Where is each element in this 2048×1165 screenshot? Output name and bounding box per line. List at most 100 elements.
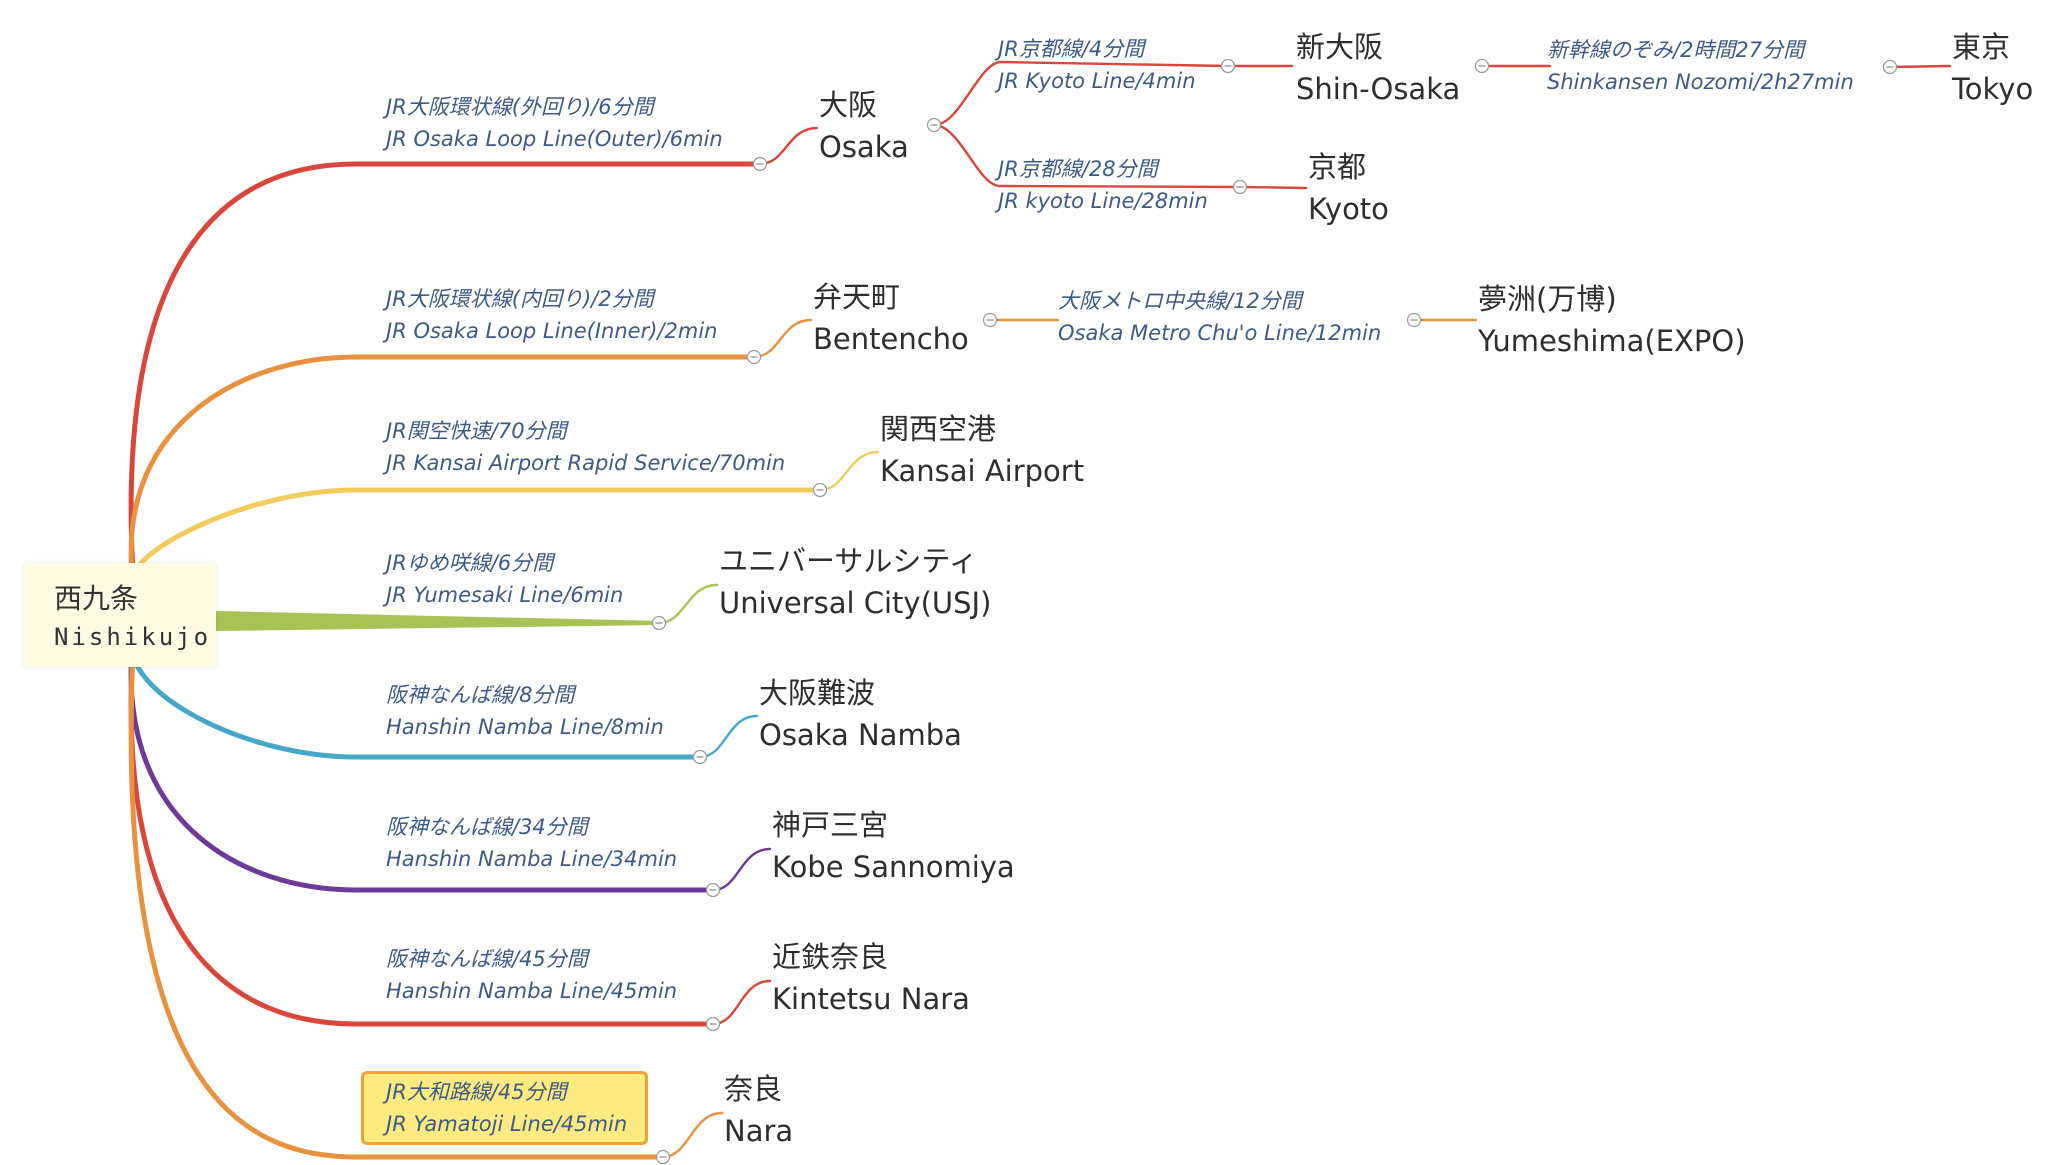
root-label-en: Nishikujo [54, 623, 212, 651]
edge-label-en: JR kyoto Line/28min [998, 189, 1208, 213]
node-universal-city[interactable]: ユニバーサルシティ Universal City(USJ) [719, 540, 991, 624]
collapse-toggle-icon[interactable] [705, 882, 721, 898]
node-label-jp: 関西空港 [880, 412, 997, 446]
edge-label-jp: 阪神なんば線/45分間 [386, 947, 588, 971]
edge-label-jp: JR関空快速/70分間 [386, 419, 567, 443]
branch-wire [128, 161, 763, 593]
edge-label-jp: JR京都線/28分間 [998, 157, 1158, 181]
branch-wire-tail [711, 979, 772, 1026]
node-label-jp: 奈良 [724, 1072, 783, 1106]
node-label-en: Kyoto [1308, 192, 1389, 226]
edge-label-jp: 大阪メトロ中央線/12分間 [1058, 289, 1302, 313]
edge-label-en: Hanshin Namba Line/45min [386, 979, 678, 1003]
node-kansai-airport[interactable]: 関西空港 Kansai Airport [880, 408, 1084, 492]
edge-label-jp: 新幹線のぞみ/2時間27分間 [1547, 38, 1805, 62]
collapse-toggle-icon[interactable] [705, 1016, 721, 1032]
branch-wire [128, 627, 666, 1160]
edge-label-hanshin-namba-34[interactable]: 阪神なんば線/34分間 Hanshin Namba Line/34min [386, 811, 677, 875]
node-shin-osaka[interactable]: 新大阪 Shin-Osaka [1296, 26, 1460, 110]
branch-wire [128, 354, 757, 593]
node-kintetsu-nara[interactable]: 近鉄奈良 Kintetsu Nara [772, 936, 970, 1020]
node-kyoto[interactable]: 京都 Kyoto [1308, 146, 1389, 230]
collapse-toggle-icon[interactable] [752, 156, 768, 172]
edge-label-yamatoji-line[interactable]: JR大和路線/45分間 JR Yamatoji Line/45min [361, 1071, 649, 1145]
branch-wire-tail [752, 318, 813, 359]
edge-label-osaka-loop-inner[interactable]: JR大阪環状線(内回り)/2分間 JR Osaka Loop Line(Inne… [386, 283, 717, 347]
edge-label-en: Osaka Metro Chu'o Line/12min [1058, 321, 1382, 345]
edge-label-jp: JRゆめ咲線/6分間 [386, 551, 554, 575]
node-label-jp: 神戸三宮 [772, 808, 889, 842]
branch-wire-tail [758, 126, 819, 166]
branch-wire-tail [657, 583, 719, 625]
branch-wire-tail [818, 450, 880, 492]
collapse-toggle-icon[interactable] [655, 1149, 671, 1165]
edge-label-kyoto-line-28[interactable]: JR京都線/28分間 JR kyoto Line/28min [998, 153, 1208, 217]
sub-wire [1888, 64, 1952, 69]
collapse-toggle-icon[interactable] [982, 312, 998, 328]
edge-label-jp: JR大阪環状線(内回り)/2分間 [386, 287, 654, 311]
node-label-en: Universal City(USJ) [719, 586, 992, 620]
edge-label-jp: 阪神なんば線/8分間 [386, 683, 575, 707]
edge-label-kansai-airport-rapid[interactable]: JR関空快速/70分間 JR Kansai Airport Rapid Serv… [386, 415, 785, 479]
node-label-jp: 大阪 [819, 88, 878, 122]
node-label-en: Osaka Namba [759, 718, 962, 752]
node-label-jp: 東京 [1952, 30, 2011, 64]
sub-wire [932, 123, 1242, 189]
node-tokyo[interactable]: 東京 Tokyo [1952, 26, 2033, 110]
edge-label-hanshin-namba-45[interactable]: 阪神なんば線/45分間 Hanshin Namba Line/45min [386, 943, 677, 1007]
edge-label-en: Hanshin Namba Line/8min [386, 715, 664, 739]
edge-label-en: JR Osaka Loop Line(Inner)/2min [386, 319, 718, 343]
node-kobe-sannomiya[interactable]: 神戸三宮 Kobe Sannomiya [772, 804, 1015, 888]
node-label-jp: 弁天町 [813, 280, 901, 314]
collapse-toggle-icon[interactable] [1882, 59, 1898, 75]
branch-wire-tail [661, 1111, 724, 1159]
node-label-en: Kobe Sannomiya [772, 850, 1015, 884]
collapse-toggle-icon[interactable] [651, 615, 667, 631]
collapse-toggle-icon[interactable] [926, 117, 942, 133]
branch-wire-tail [698, 714, 759, 759]
edge-label-jp: JR京都線/4分間 [998, 37, 1145, 61]
edge-label-en: JR Kansai Airport Rapid Service/70min [386, 451, 786, 475]
node-label-en: Shin-Osaka [1296, 72, 1461, 106]
edge-label-shinkansen-nozomi[interactable]: 新幹線のぞみ/2時間27分間 Shinkansen Nozomi/2h27min [1547, 34, 1854, 98]
collapse-toggle-icon[interactable] [692, 749, 708, 765]
edge-label-metro-chuo-line[interactable]: 大阪メトロ中央線/12分間 Osaka Metro Chu'o Line/12m… [1058, 285, 1381, 349]
branch-wire-tail [711, 847, 772, 892]
collapse-toggle-icon[interactable] [812, 482, 828, 498]
edge-label-osaka-loop-outer[interactable]: JR大阪環状線(外回り)/6分間 JR Osaka Loop Line(Oute… [386, 91, 723, 155]
node-label-jp: 大阪難波 [759, 676, 876, 710]
node-nara[interactable]: 奈良 Nara [724, 1068, 793, 1152]
node-label-en: Kintetsu Nara [772, 982, 970, 1016]
node-osaka[interactable]: 大阪 Osaka [819, 84, 909, 168]
node-osaka-namba[interactable]: 大阪難波 Osaka Namba [759, 672, 962, 756]
node-yumeshima[interactable]: 夢洲(万博) Yumeshima(EXPO) [1478, 278, 1746, 362]
edge-label-hanshin-namba-8[interactable]: 阪神なんば線/8分間 Hanshin Namba Line/8min [386, 679, 664, 743]
collapse-toggle-icon[interactable] [1474, 58, 1490, 74]
node-label-en: Kansai Airport [880, 454, 1085, 488]
node-label-en: Bentencho [813, 322, 969, 356]
edge-label-kyoto-line-4[interactable]: JR京都線/4分間 JR Kyoto Line/4min [998, 33, 1196, 97]
node-bentencho[interactable]: 弁天町 Bentencho [813, 276, 969, 360]
node-label-en: Tokyo [1952, 72, 2034, 106]
node-label-jp: 近鉄奈良 [772, 940, 889, 974]
sub-wire [932, 60, 1230, 127]
collapse-toggle-icon[interactable] [746, 349, 762, 365]
collapse-toggle-icon[interactable] [1220, 58, 1236, 74]
collapse-toggle-icon[interactable] [1232, 179, 1248, 195]
edge-label-yumesaki-line[interactable]: JRゆめ咲線/6分間 JR Yumesaki Line/6min [386, 547, 623, 611]
collapse-toggle-icon[interactable] [1406, 312, 1422, 328]
edge-label-en: JR Kyoto Line/4min [998, 69, 1196, 93]
root-node-nishikujo[interactable]: 西九条 Nishikujo [24, 563, 216, 667]
branch-wire-trunk [216, 611, 662, 631]
node-label-jp: 夢洲(万博) [1478, 282, 1617, 316]
node-label-jp: 京都 [1308, 150, 1367, 184]
node-label-en: Nara [724, 1114, 794, 1148]
edge-label-jp: 阪神なんば線/34分間 [386, 815, 588, 839]
edge-label-en: Hanshin Namba Line/34min [386, 847, 678, 871]
root-label-jp: 西九条 [54, 582, 139, 615]
node-label-en: Osaka [819, 130, 909, 164]
node-label-en: Yumeshima(EXPO) [1478, 324, 1746, 358]
edge-label-en: Shinkansen Nozomi/2h27min [1547, 70, 1854, 94]
node-label-jp: 新大阪 [1296, 30, 1384, 64]
